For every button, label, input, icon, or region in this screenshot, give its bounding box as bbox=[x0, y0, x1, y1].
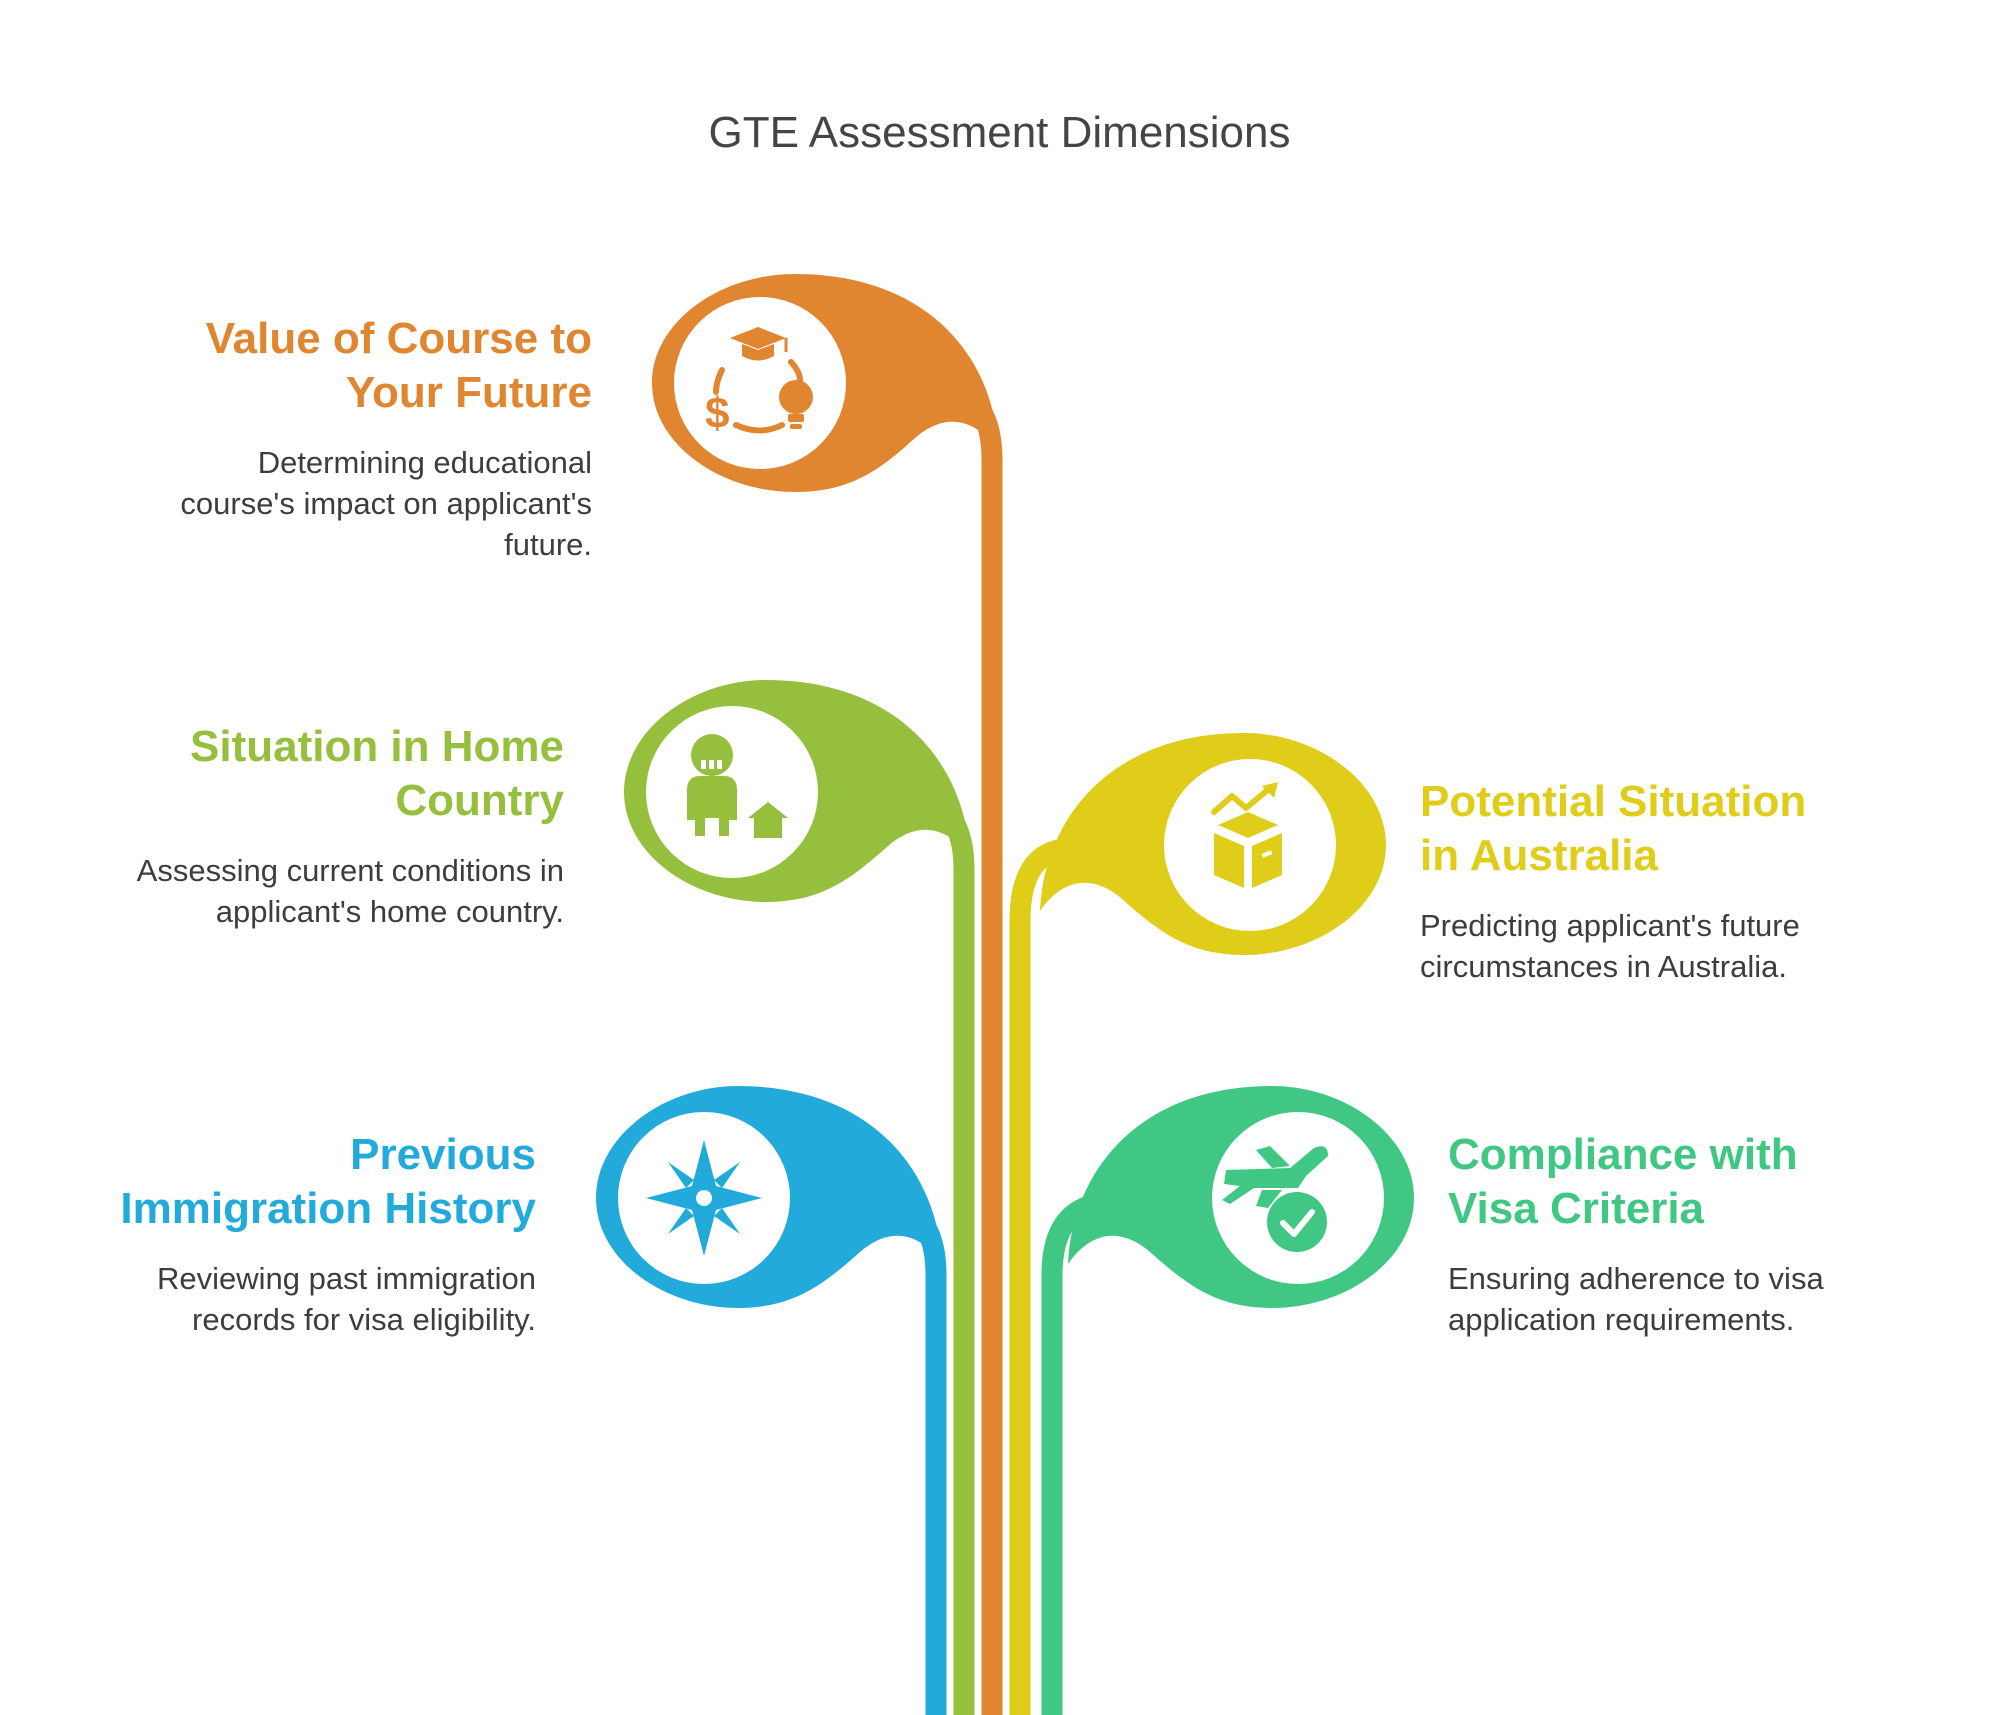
compass-icon bbox=[646, 1140, 762, 1256]
dimension-value-of-course: Value of Course to Your Future Determini… bbox=[162, 312, 592, 565]
dimension-heading: Potential Situation in Australia bbox=[1420, 777, 1807, 880]
dimension-description: Determining educational course's impact … bbox=[180, 445, 592, 562]
icon-circle-value-of-course bbox=[674, 297, 846, 469]
dimension-description: Ensuring adherence to visa application r… bbox=[1448, 1261, 1824, 1337]
dimension-heading: Compliance with Visa Criteria bbox=[1448, 1130, 1798, 1233]
stem-value-of-course bbox=[906, 379, 1003, 1715]
dimension-visa-compliance: Compliance with Visa Criteria Ensuring a… bbox=[1448, 1128, 1878, 1340]
person-home-icon bbox=[687, 734, 788, 838]
dimension-heading: Situation in Home Country bbox=[190, 722, 564, 825]
svg-text:$: $ bbox=[705, 389, 729, 438]
stem-visa-compliance bbox=[1041, 1192, 1137, 1715]
box-growth-icon bbox=[1211, 782, 1282, 888]
graduation-cycle-icon: $ bbox=[705, 327, 813, 438]
dimension-home-country: Situation in Home Country Assessing curr… bbox=[134, 720, 564, 932]
dimension-description: Predicting applicant's future circumstan… bbox=[1420, 908, 1800, 984]
dimension-description: Assessing current conditions in applican… bbox=[136, 853, 564, 929]
plane-check-icon bbox=[1222, 1146, 1328, 1252]
dimension-immigration-history: Previous Immigration History Reviewing p… bbox=[106, 1128, 536, 1340]
diagram-title: GTE Assessment Dimensions bbox=[708, 108, 1291, 157]
stem-australia bbox=[1009, 838, 1115, 1715]
icon-circle-australia bbox=[1164, 759, 1336, 931]
dimension-description: Reviewing past immigration records for v… bbox=[156, 1261, 536, 1337]
dimension-heading: Value of Course to Your Future bbox=[205, 314, 592, 417]
stem-immigration-history bbox=[853, 1192, 947, 1715]
stem-home-country bbox=[876, 789, 975, 1715]
dimension-heading: Previous Immigration History bbox=[120, 1130, 536, 1233]
dimension-australia: Potential Situation in Australia Predict… bbox=[1420, 775, 1850, 987]
